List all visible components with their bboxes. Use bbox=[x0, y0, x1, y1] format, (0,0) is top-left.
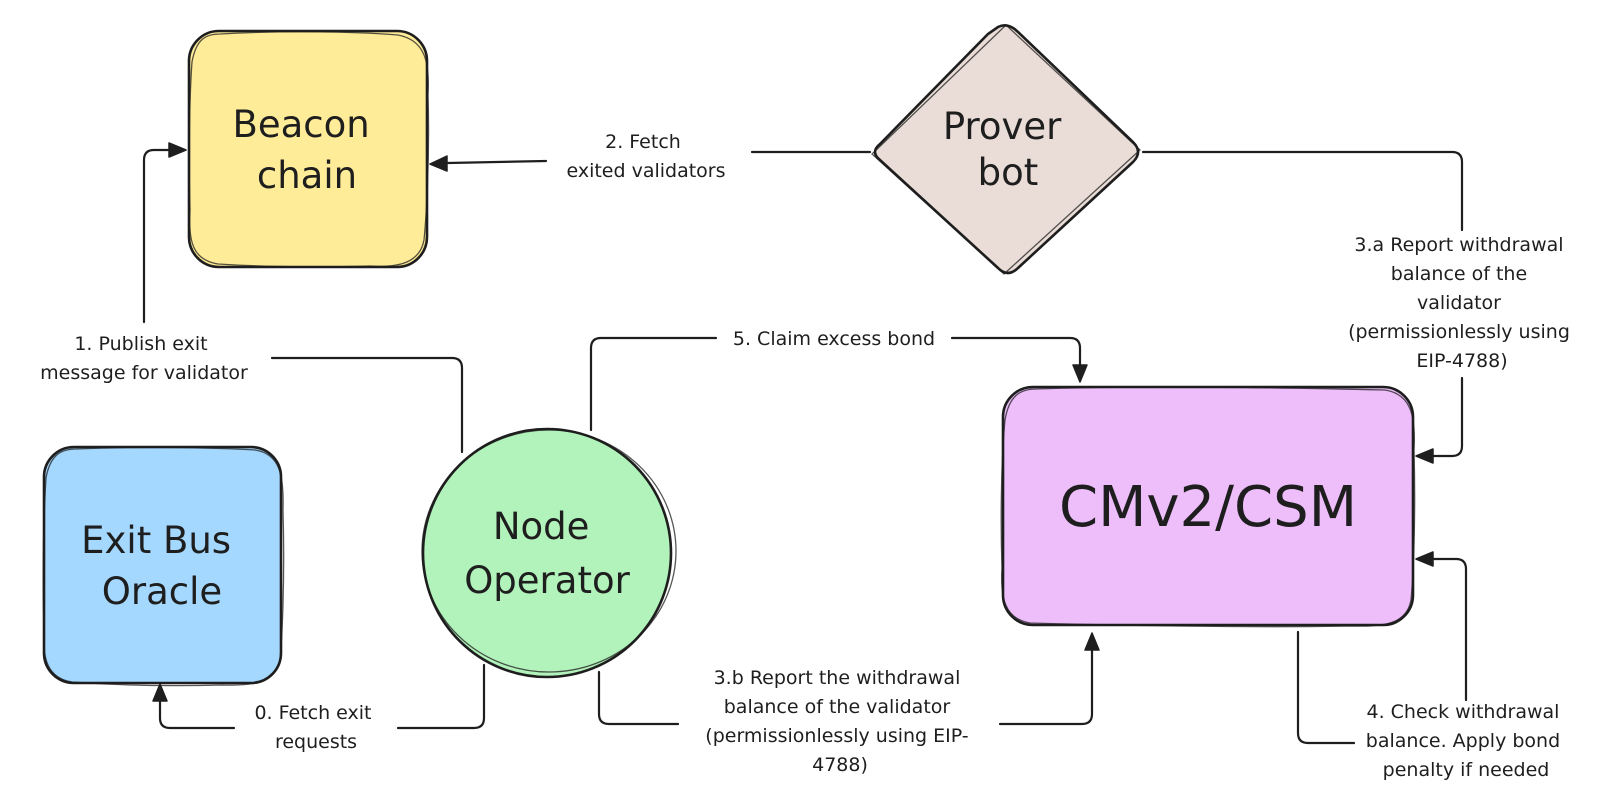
edge-report-withdrawal-prover-line bbox=[1141, 150, 1464, 458]
node-cmv2-csm-sketch bbox=[1000, 386, 1416, 628]
edge-label-report-withdrawal-operator: 3.b Report the withdrawal balance of the… bbox=[705, 667, 974, 776]
edge-publish-exit-message-line bbox=[142, 148, 464, 454]
node-prover-bot[interactable]: Prover bot bbox=[871, 24, 1141, 275]
edge-claim-excess-bond-line bbox=[589, 336, 1082, 432]
node-beacon-chain-shape bbox=[187, 29, 429, 269]
edge-report-withdrawal-operator-line bbox=[597, 648, 1094, 726]
edge-report-withdrawal-operator-arrow bbox=[1084, 632, 1100, 651]
node-node-operator-label: Node Operator bbox=[464, 505, 630, 602]
edge-fetch-exit-requests-arrow bbox=[152, 683, 168, 702]
node-exit-bus-oracle-shape bbox=[42, 445, 283, 685]
node-prover-bot-shape bbox=[873, 24, 1140, 275]
edge-label-check-withdrawal: 4. Check withdrawal balance. Apply bond … bbox=[1366, 701, 1566, 781]
node-exit-bus-oracle-label: Exit Bus Oracle bbox=[81, 519, 243, 613]
node-node-operator-shape bbox=[421, 427, 673, 679]
edge-check-withdrawal-line bbox=[1296, 557, 1468, 745]
edge-check-withdrawal bbox=[1296, 551, 1468, 745]
node-beacon-chain-label: Beacon chain bbox=[232, 103, 381, 197]
edge-label-claim-excess-bond: 5. Claim excess bond bbox=[733, 328, 935, 350]
node-node-operator[interactable]: Node Operator bbox=[421, 427, 677, 679]
node-cmv2-csm-label: CMv2/CSM bbox=[1059, 475, 1357, 540]
edge-fetch-exit-requests-line bbox=[158, 663, 486, 730]
node-node-operator-sketch bbox=[421, 429, 677, 673]
edge-fetch-exit-requests bbox=[152, 663, 486, 730]
edge-check-withdrawal-arrow bbox=[1415, 551, 1434, 567]
edge-claim-excess-bond bbox=[589, 336, 1088, 432]
node-exit-bus-oracle[interactable]: Exit Bus Oracle bbox=[42, 445, 285, 687]
edge-fetch-exited-validators-line bbox=[446, 150, 872, 165]
edge-report-withdrawal-operator bbox=[597, 632, 1100, 726]
node-beacon-chain-sketch bbox=[188, 31, 430, 268]
node-cmv2-csm[interactable]: CMv2/CSM bbox=[1000, 385, 1416, 628]
node-prover-bot-sketch bbox=[871, 24, 1141, 275]
edge-fetch-exited-validators bbox=[429, 150, 872, 172]
edge-label-fetch-exited-validators: 2. Fetch exited validators bbox=[566, 131, 725, 182]
edge-label-report-withdrawal-prover: 3.a Report withdrawal balance of the val… bbox=[1348, 234, 1576, 372]
edge-report-withdrawal-prover-arrow bbox=[1415, 448, 1434, 464]
edge-fetch-exited-validators-arrow bbox=[429, 155, 448, 172]
node-beacon-chain[interactable]: Beacon chain bbox=[187, 29, 430, 269]
edge-report-withdrawal-prover bbox=[1141, 150, 1464, 464]
edge-label-publish-exit-message: 1. Publish exit message for validator bbox=[40, 333, 248, 384]
edge-publish-exit-message-arrow bbox=[168, 142, 187, 158]
edge-publish-exit-message bbox=[142, 142, 464, 454]
node-exit-bus-oracle-sketch bbox=[42, 446, 285, 687]
edge-claim-excess-bond-arrow bbox=[1072, 364, 1088, 383]
node-prover-bot-label: Prover bot bbox=[943, 105, 1073, 194]
edge-label-fetch-exit-requests: 0. Fetch exit requests bbox=[254, 702, 377, 753]
